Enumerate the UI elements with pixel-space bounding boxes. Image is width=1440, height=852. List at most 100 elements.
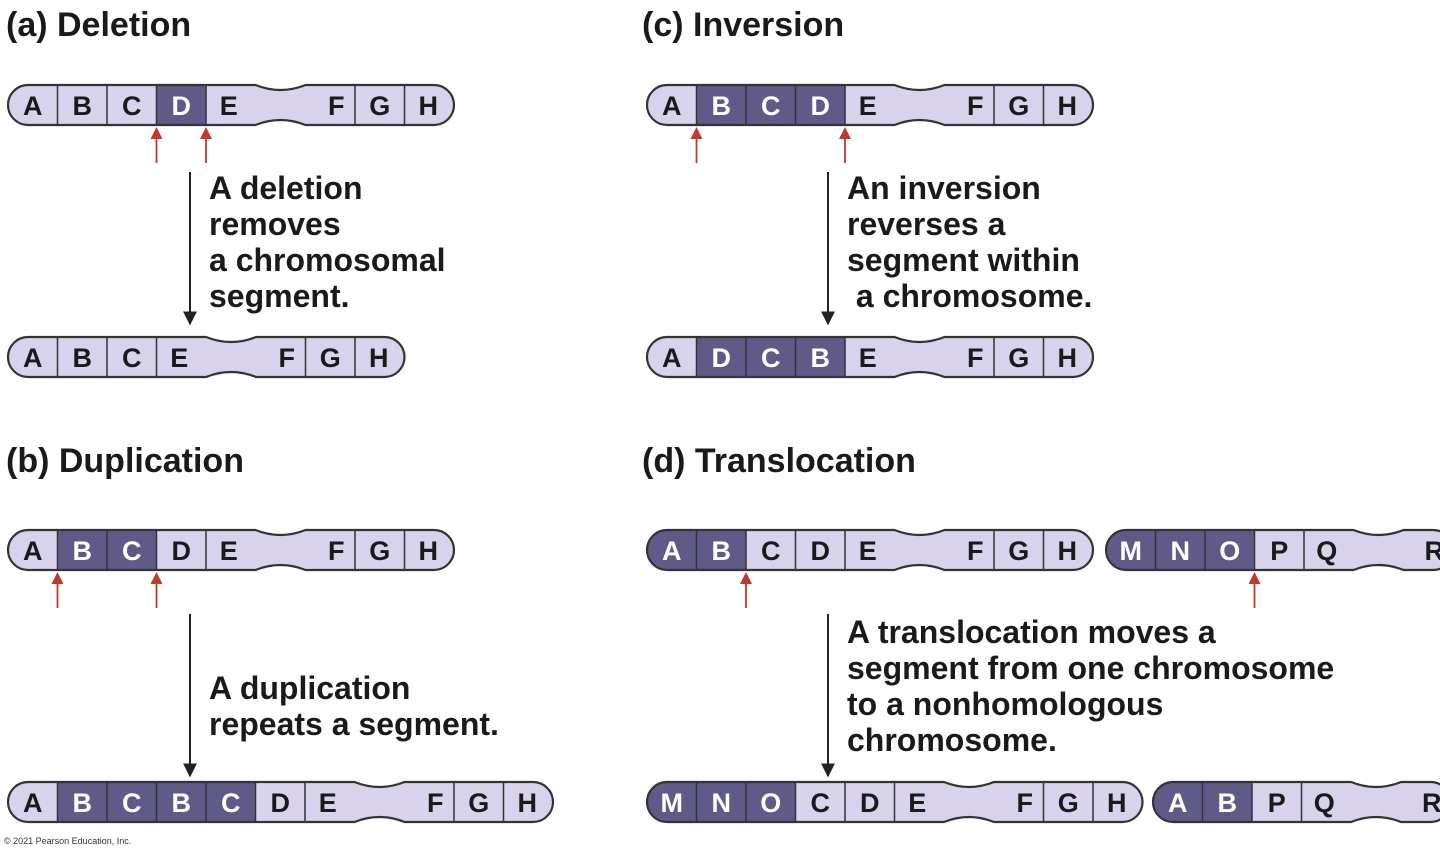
gene-band: [994, 85, 1044, 125]
panel-d-description-line: A translocation moves a: [847, 614, 1216, 650]
gene-label: R: [1422, 788, 1440, 818]
gene-label: D: [271, 788, 291, 818]
gene-label: B: [712, 536, 732, 566]
gene-band: [57, 85, 107, 125]
gene-band: [1043, 337, 1093, 377]
gene-label: Q: [1314, 788, 1335, 818]
gene-band: [795, 337, 845, 377]
gene-label: D: [172, 91, 192, 121]
gene-label: B: [1218, 788, 1238, 818]
gene-band: [845, 782, 895, 823]
gene-label: N: [712, 788, 732, 818]
gene-label: B: [811, 343, 831, 373]
gene-label: H: [419, 91, 439, 121]
gene-band: [1376, 782, 1440, 823]
gene-label: B: [73, 343, 93, 373]
gene-label: D: [860, 788, 880, 818]
chromosome-fill: [8, 782, 553, 822]
gene-band: [305, 337, 355, 377]
gene-label: A: [1168, 788, 1188, 818]
gene-label: H: [1058, 91, 1078, 121]
gene-label: C: [811, 788, 831, 818]
gene-label: A: [662, 91, 682, 121]
gene-band: [404, 85, 454, 125]
panel-a-description-line: segment.: [209, 278, 349, 314]
gene-band: [845, 337, 920, 377]
gene-band: [107, 782, 157, 822]
gene-label: E: [859, 91, 877, 121]
gene-band: [1043, 782, 1093, 823]
panel-d-description: A translocation moves a segment from one…: [847, 614, 1334, 758]
chromosome-outline: [1104, 528, 1440, 572]
chromosome-fill: [647, 337, 1093, 377]
gene-band: [8, 530, 58, 570]
gene-band: [795, 85, 845, 125]
panel-d-description-line: to a nonhomologous: [847, 686, 1163, 722]
breakpoint-arrow: [690, 127, 703, 163]
gene-band: [1106, 530, 1156, 570]
gene-band: [1155, 530, 1205, 570]
gene-label: O: [760, 788, 781, 818]
gene-band: [1202, 782, 1252, 823]
gene-band: [8, 337, 58, 377]
gene-label: F: [279, 343, 296, 373]
gene-dividers: [695, 530, 1045, 570]
gene-dividers: [1201, 782, 1303, 822]
chromosome-outline: [6, 528, 456, 572]
gene-band: [206, 85, 281, 125]
panel-d-description-line: chromosome.: [847, 722, 1057, 758]
gene-dividers: [56, 782, 505, 822]
gene-label: C: [122, 536, 142, 566]
gene-label: G: [1008, 91, 1029, 121]
gene-label: F: [967, 343, 984, 373]
chromosome-outline: [645, 83, 1095, 127]
gene-dividers: [56, 337, 356, 377]
gene-label: H: [1058, 536, 1078, 566]
gene-band: [696, 782, 746, 823]
breakpoint-arrow: [200, 127, 212, 163]
panel-c-description: An inversion reverses a segment within a…: [847, 170, 1092, 314]
gene-band: [107, 85, 157, 125]
gene-band: [206, 782, 256, 822]
gene-band: [280, 530, 355, 570]
gene-band: [206, 530, 281, 570]
gene-band: [1378, 530, 1440, 570]
gene-label: H: [518, 788, 538, 818]
breakpoint-arrow: [1248, 572, 1261, 608]
panel-b-description-line: A duplication: [209, 670, 410, 706]
breakpoint-arrow: [740, 572, 752, 608]
gene-band: [379, 782, 454, 822]
gene-label: E: [170, 343, 188, 373]
panel-c-description-line: An inversion: [847, 170, 1041, 206]
gene-band: [795, 530, 845, 570]
gene-label: C: [221, 788, 241, 818]
gene-label: F: [1017, 788, 1034, 818]
gene-band: [57, 530, 107, 570]
gene-label: A: [23, 536, 43, 566]
gene-band: [1093, 782, 1143, 823]
gene-band: [57, 782, 107, 822]
breakpoint-arrow: [150, 127, 163, 163]
gene-band: [1252, 782, 1302, 823]
breakpoint-arrow: [839, 127, 851, 163]
gene-band: [8, 782, 58, 822]
gene-band: [1254, 530, 1304, 570]
gene-label: A: [23, 788, 43, 818]
gene-band: [746, 85, 796, 125]
gene-band: [156, 85, 206, 125]
gene-label: C: [761, 536, 781, 566]
gene-label: E: [220, 91, 238, 121]
gene-band: [919, 530, 994, 570]
chromosome-fill: [8, 530, 454, 570]
chromosome-outline: [1151, 780, 1440, 824]
gene-band: [355, 85, 405, 125]
gene-band: [969, 782, 1044, 823]
gene-label: D: [811, 536, 831, 566]
panel-d-title: (d) Translocation: [642, 442, 916, 480]
gene-label: E: [859, 343, 877, 373]
gene-band: [1043, 85, 1093, 125]
